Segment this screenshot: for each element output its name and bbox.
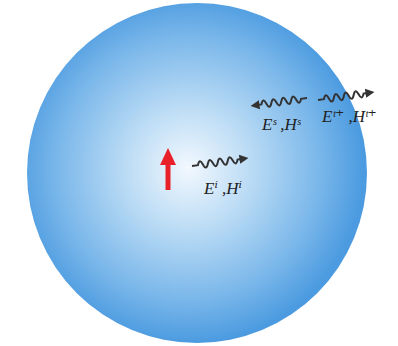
scattered-wave: [250, 94, 308, 111]
field-label: Eⁱ ,Hⁱ: [204, 180, 242, 199]
transmitted-wave: [317, 88, 375, 105]
incident-wave: [191, 154, 249, 171]
dielectric-sphere: [27, 3, 367, 343]
field-label: Eˢ ,Hˢ: [262, 116, 300, 135]
dipole-arrow: [160, 148, 176, 190]
field-label: Eᵗ⁺ ,Hᵗ⁺: [322, 108, 377, 127]
